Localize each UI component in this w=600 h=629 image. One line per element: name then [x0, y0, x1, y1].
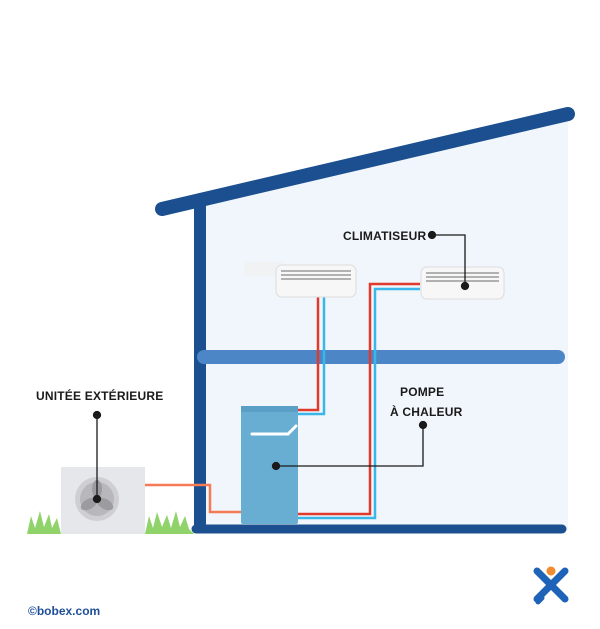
outdoor-unit: [61, 467, 145, 534]
roof: [155, 107, 575, 216]
heat-pump-unit: [241, 406, 298, 524]
ac-unit-left: [244, 262, 357, 298]
label-climatiseur: CLIMATISEUR: [343, 229, 427, 243]
grass: [27, 511, 194, 534]
hot-pipe-ac-right: [298, 282, 420, 516]
hot-pipe-ac-left: [296, 292, 320, 412]
cold-pipe-ac-right: [298, 287, 420, 520]
copyright-text: ©bobex.com: [28, 604, 101, 618]
cold-pipe-ac-left: [296, 292, 326, 416]
bobex-logo-icon: [533, 566, 569, 605]
label-pompe-line2: À CHALEUR: [390, 405, 463, 419]
label-unite-exterieure: UNITÉE EXTÉRIEURE: [36, 389, 164, 403]
outdoor-pipe: [145, 483, 242, 514]
label-pompe-line1: POMPE: [400, 385, 445, 399]
leader-lines: [92, 230, 470, 504]
